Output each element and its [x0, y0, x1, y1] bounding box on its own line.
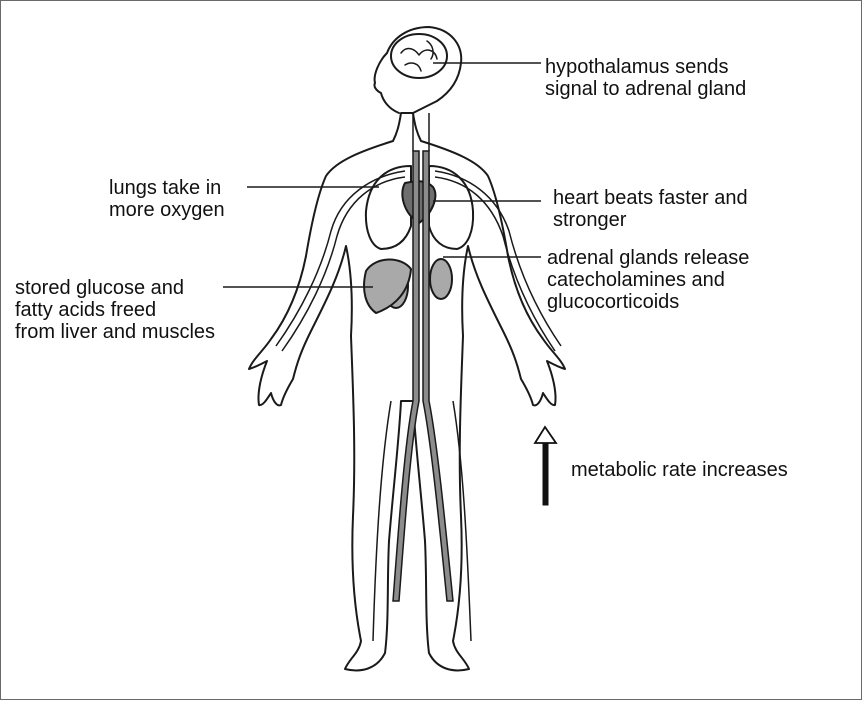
label-adrenal-line2: catecholamines and	[547, 269, 749, 291]
label-hypothalamus-line1: hypothalamus sends	[545, 56, 746, 78]
brain	[391, 34, 447, 78]
label-metabolic: metabolic rate increases	[571, 459, 788, 481]
label-lungs-line2: more oxygen	[109, 199, 225, 221]
arm-vessel-right-2	[435, 177, 555, 351]
aorta	[393, 151, 419, 601]
label-metabolic-line1: metabolic rate increases	[571, 459, 788, 481]
label-glucose-line2: fatty acids freed	[15, 299, 215, 321]
left-lung	[366, 166, 411, 249]
right-kidney	[430, 259, 452, 299]
label-adrenal-line3: glucocorticoids	[547, 291, 749, 313]
label-hypothalamus-line2: signal to adrenal gland	[545, 78, 746, 100]
label-hypothalamus: hypothalamus sends signal to adrenal gla…	[545, 56, 746, 100]
right-lung	[429, 166, 473, 249]
label-heart: heart beats faster and stronger	[553, 187, 748, 231]
label-lungs-line1: lungs take in	[109, 177, 225, 199]
label-heart-line2: stronger	[553, 209, 748, 231]
label-lungs: lungs take in more oxygen	[109, 177, 225, 221]
label-adrenal-line1: adrenal glands release	[547, 247, 749, 269]
vena-cava	[423, 151, 453, 601]
label-heart-line1: heart beats faster and	[553, 187, 748, 209]
label-glucose: stored glucose and fatty acids freed fro…	[15, 277, 215, 343]
neck-vessels	[413, 113, 429, 151]
label-glucose-line3: from liver and muscles	[15, 321, 215, 343]
metabolic-up-arrow	[535, 427, 556, 505]
label-adrenal: adrenal glands release catecholamines an…	[547, 247, 749, 313]
label-glucose-line1: stored glucose and	[15, 277, 215, 299]
arm-vessel-left	[276, 171, 405, 346]
